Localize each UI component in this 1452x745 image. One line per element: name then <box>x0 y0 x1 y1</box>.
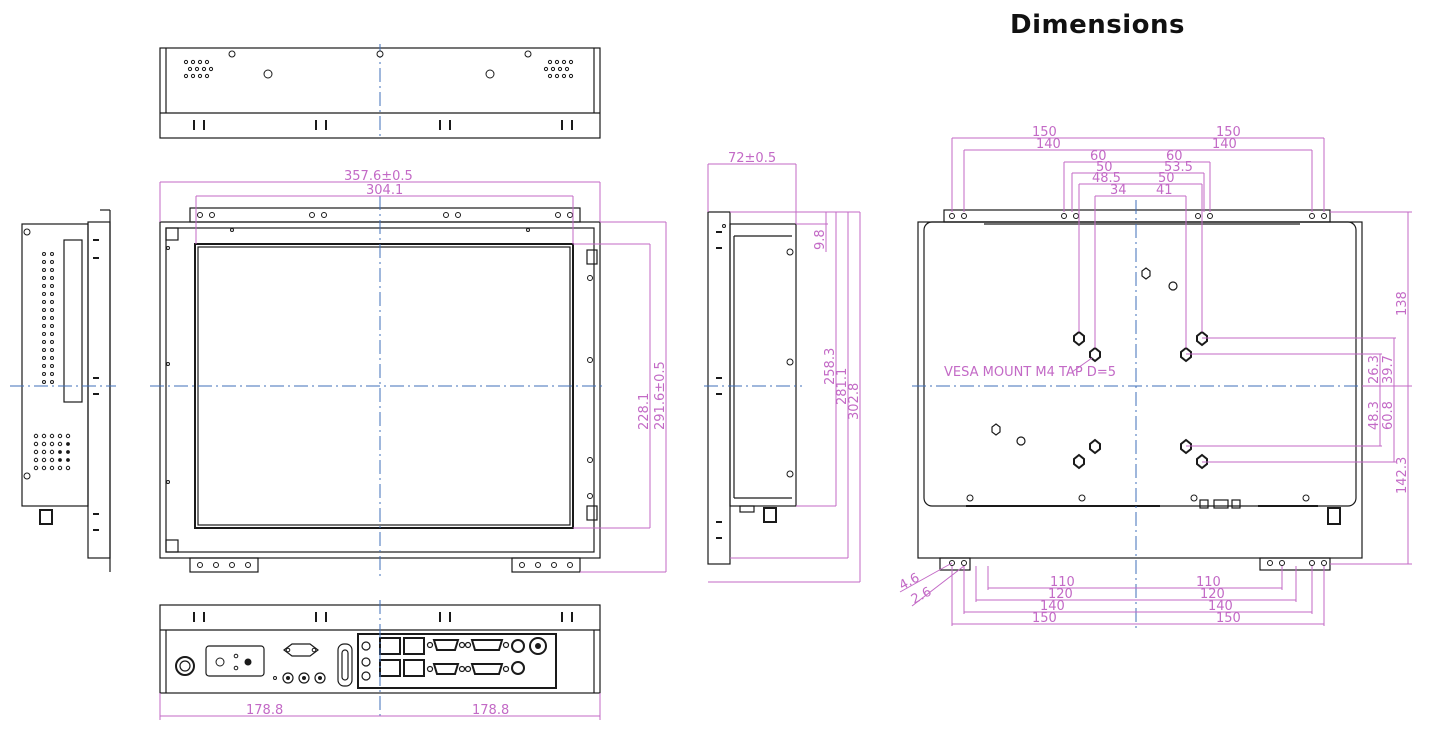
page-title: Dimensions <box>1010 10 1185 40</box>
vent-holes-left <box>183 59 214 79</box>
side-d3-label: 281.1 <box>835 368 850 405</box>
vesa-mount-label: VESA MOUNT M4 TAP D=5 <box>944 365 1116 380</box>
rear-bottom-right-120: 120 <box>1200 587 1225 602</box>
side-depth-label: 72±0.5 <box>728 151 776 166</box>
side-d4-label: 302.8 <box>847 383 862 420</box>
bottom-dimensions: 178.8 178.8 <box>159 693 601 720</box>
rear-top-right-41: 41 <box>1156 183 1173 198</box>
ps2-port-icon <box>511 639 525 653</box>
side-dimensions: 72±0.5 9.8 258.3 281.1 302.8 <box>707 151 862 583</box>
rear-bottom-left-120: 120 <box>1048 587 1073 602</box>
rear-view <box>912 200 1366 628</box>
serial-port-icon <box>432 639 460 651</box>
rear-top-right-50: 50 <box>1158 171 1175 186</box>
right-side-view <box>704 211 802 565</box>
rear-dimensions: 150 150 140 140 60 60 50 53.5 48.5 50 34… <box>897 125 1412 626</box>
rear-top-left-150: 150 <box>1032 125 1057 140</box>
rear-48-3-label: 48.3 <box>1367 401 1382 430</box>
front-width-label: 357.6±0.5 <box>344 169 413 184</box>
rear-top-left-48-5: 48.5 <box>1092 171 1121 186</box>
left-side-view <box>10 209 116 572</box>
rear-142-3-label: 142.3 <box>1395 457 1410 494</box>
front-view <box>150 196 604 576</box>
front-inner-height-label: 228.1 <box>637 393 652 430</box>
power-knob-icon <box>175 656 195 676</box>
front-height-label: 291.6±0.5 <box>653 361 668 430</box>
dc-jack-icon <box>529 637 547 655</box>
side-vent-column <box>42 252 54 384</box>
lan-port-icon <box>379 637 401 655</box>
rear-60-8-label: 60.8 <box>1381 401 1396 430</box>
side-d2-label: 258.3 <box>823 348 838 385</box>
front-inner-width-label: 304.1 <box>366 183 403 198</box>
rear-bottom-left-140: 140 <box>1040 599 1065 614</box>
rear-top-left-34: 34 <box>1110 183 1127 198</box>
rear-top-right-150: 150 <box>1216 125 1241 140</box>
side-d1-label: 9.8 <box>813 229 828 250</box>
rear-top-right-53-5: 53.5 <box>1164 160 1193 175</box>
side-vent-grid <box>33 433 71 471</box>
bottom-right-label: 178.8 <box>472 703 509 718</box>
rear-top-left-50: 50 <box>1096 160 1113 175</box>
rear-top-right-60: 60 <box>1166 149 1183 164</box>
bottom-view <box>159 600 601 720</box>
front-dimensions: 357.6±0.5 304.1 228.1 291.6±0.5 <box>159 169 668 573</box>
rear-top-left-140: 140 <box>1036 137 1061 152</box>
vesa-hole-icon <box>1073 330 1085 347</box>
rear-138-label: 138 <box>1395 291 1410 316</box>
rear-bottom-right-140: 140 <box>1208 599 1233 614</box>
rear-39-7-label: 39.7 <box>1381 355 1396 384</box>
rear-bottom-right-110: 110 <box>1196 575 1221 590</box>
rear-top-right-140: 140 <box>1212 137 1237 152</box>
bottom-left-label: 178.8 <box>246 703 283 718</box>
rear-bottom-right-150: 150 <box>1216 611 1241 626</box>
rear-bottom-left-110: 110 <box>1050 575 1075 590</box>
rear-bottom-left-150: 150 <box>1032 611 1057 626</box>
vent-holes-right <box>543 59 574 79</box>
top-view <box>159 44 601 140</box>
rear-26-3-label: 26.3 <box>1367 355 1382 384</box>
rear-top-left-60: 60 <box>1090 149 1107 164</box>
